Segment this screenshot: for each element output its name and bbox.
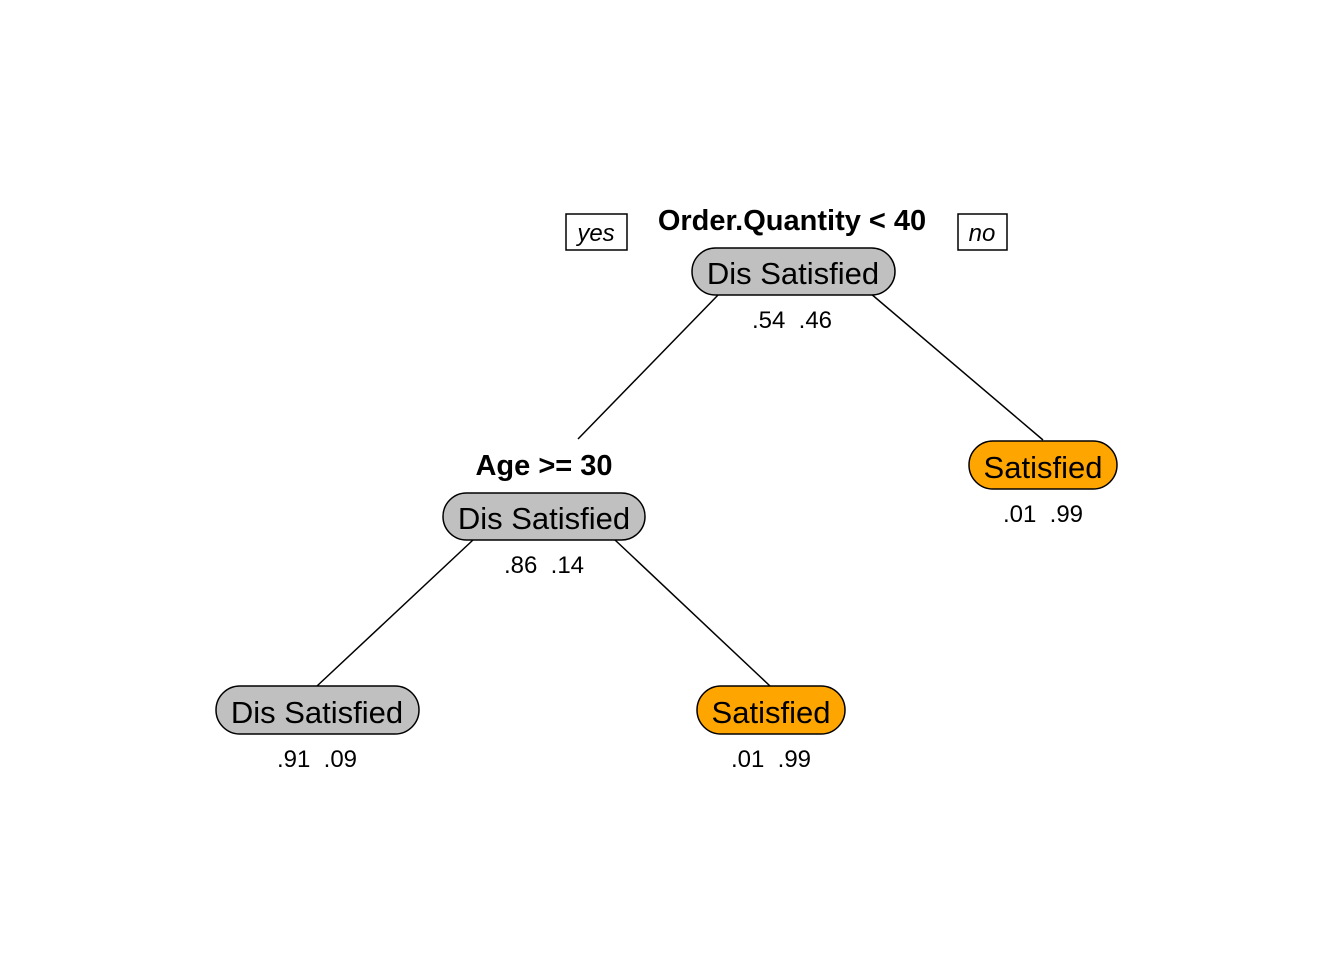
node-age: Age >= 30 Dis Satisfied .86 .14 <box>442 450 646 579</box>
root-class-label: Dis Satisfied <box>707 256 879 291</box>
right-leaf-class-box <box>968 440 1118 490</box>
right-leaf-class-label: Satisfied <box>984 450 1103 485</box>
right-leaf-probs-label: .01 .99 <box>1003 501 1083 528</box>
leaf-left-dis-satisfied: Dis Satisfied .91 .09 <box>215 685 420 773</box>
root-split-label: Order.Quantity < 40 <box>658 205 926 237</box>
mid-leaf-probs-label: .01 .99 <box>731 746 811 773</box>
leaf-right-satisfied: Satisfied .01 .99 <box>968 440 1118 528</box>
age-probs-label: .86 .14 <box>504 552 584 579</box>
no-branch-label: no <box>957 213 1008 251</box>
edge-root-to-right-leaf <box>869 292 1044 441</box>
node-root: Order.Quantity < 40 Dis Satisfied .54 .4… <box>658 205 926 334</box>
no-label-text: no <box>969 220 996 247</box>
mid-leaf-class-box <box>696 685 846 735</box>
age-split-label: Age >= 30 <box>475 450 612 482</box>
left-leaf-probs-label: .91 .09 <box>277 746 357 773</box>
root-class-box <box>691 247 896 296</box>
edge-root-to-age <box>577 292 721 440</box>
yes-label-text: yes <box>575 220 614 247</box>
age-class-label: Dis Satisfied <box>458 501 630 536</box>
left-leaf-class-label: Dis Satisfied <box>231 695 403 730</box>
yes-branch-label: yes <box>565 213 628 251</box>
edge-age-to-mid-leaf <box>614 539 771 687</box>
left-leaf-class-box <box>215 685 420 735</box>
age-class-box <box>442 492 646 541</box>
root-probs-label: .54 .46 <box>752 307 832 334</box>
mid-leaf-class-label: Satisfied <box>712 695 831 730</box>
edge-age-to-left-leaf <box>316 539 474 687</box>
leaf-mid-satisfied: Satisfied .01 .99 <box>696 685 846 773</box>
